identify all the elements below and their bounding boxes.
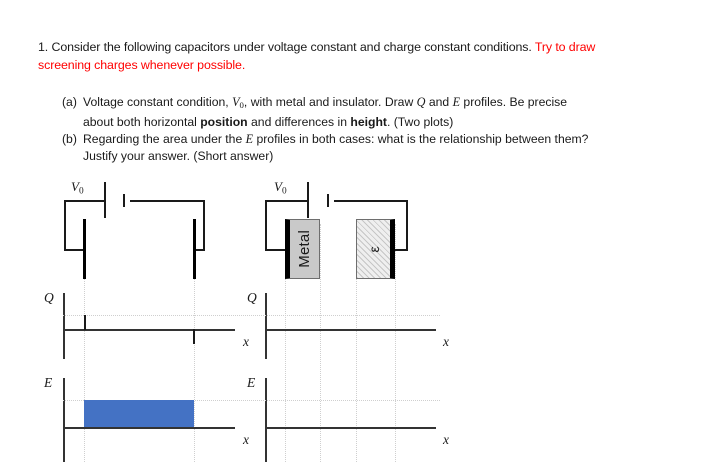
battery-long-plate-icon: [104, 182, 106, 218]
v0-symbol-right: V: [274, 179, 282, 194]
sqa-post: profiles. Be precise: [460, 95, 568, 109]
wire-left-vertical: [64, 200, 66, 250]
sub-question-a: (a) Voltage constant condition, V0, with…: [62, 94, 682, 130]
sqa2-bold-height: height: [350, 114, 387, 129]
plot-field-right-x-axis: [265, 427, 436, 430]
sub-question-a-text: Voltage constant condition, V0, with met…: [83, 94, 682, 130]
sqa2-mid: and differences in: [247, 114, 351, 129]
plot-field-right-y-axis: [265, 378, 268, 462]
battery-short-plate-icon: [123, 194, 125, 207]
sqa-e-symbol: E: [452, 95, 461, 109]
sqa-pre: Voltage constant condition,: [83, 95, 233, 109]
wire-right-vertical-r: [406, 200, 408, 250]
plot-field-left-y-label: E: [44, 375, 53, 390]
sqb-post: profiles in both cases: what is the rela…: [253, 132, 589, 147]
plot-field-right-y-label: E: [247, 375, 256, 390]
question-line-1-red: Try to draw: [534, 40, 596, 54]
sqa-v-symbol: V0: [232, 95, 244, 111]
dielectric-block: ε: [356, 219, 395, 279]
sub-question-b-line-2: Justify your answer. (Short answer): [83, 148, 274, 163]
wire-left-vertical-r: [265, 200, 267, 250]
wire-lead-right-r: [393, 249, 408, 251]
guide-dielectric-left-edge: [356, 224, 357, 462]
plot-charge-left: Q x: [38, 286, 268, 360]
wire-top-right: [130, 200, 205, 202]
plot-charge-right-x-axis: [265, 329, 436, 332]
circuit-diagram-left: V0: [38, 178, 268, 290]
figure-right-capacitor-metal-dielectric: V0 Metal ε Q x E x: [245, 178, 475, 462]
sqa-v-subscript: 0: [239, 100, 244, 111]
plot-charge-right-y-label: Q: [247, 290, 257, 305]
v0-subscript-right: 0: [281, 186, 287, 197]
plot-charge-left-x-axis: [63, 329, 235, 332]
plot-field-left: E x: [38, 372, 268, 462]
capacitor-plate-left: [83, 219, 87, 279]
wire-right-vertical: [203, 200, 205, 250]
guide-left-plate: [84, 224, 85, 462]
sub-question-b-text: Regarding the area under the E profiles …: [83, 131, 682, 164]
plot-charge-right-y-axis: [265, 293, 268, 359]
voltage-source-label-left: V0: [71, 179, 84, 196]
guide-dielectric-right-edge: [395, 224, 396, 462]
sub-question-b: (b) Regarding the area under the E profi…: [62, 131, 682, 164]
plot-charge-right-x-label: x: [443, 334, 449, 349]
sqa2-post: . (Two plots): [386, 114, 454, 129]
sqb-pre: Regarding the area under the: [83, 132, 246, 147]
v0-symbol-left: V: [71, 179, 79, 194]
figure-area: V0 Q x E x: [0, 178, 701, 462]
guide-metal-right-edge: [320, 224, 321, 462]
sub-question-a-line-1: Voltage constant condition, V0, with met…: [83, 94, 682, 114]
dielectric-block-label: ε: [365, 245, 382, 253]
field-region-uniform: [84, 400, 194, 427]
charge-positive-sheet-left: [84, 315, 87, 330]
metal-block-label: Metal: [296, 230, 313, 268]
sqa-q-symbol: Q: [416, 95, 426, 109]
plot-field-left-y-axis: [63, 378, 66, 462]
figure-left-capacitor-vacuum: V0 Q x E x: [38, 178, 268, 462]
plot-field-right-gridline: [245, 400, 440, 401]
sqb-e-symbol: E: [245, 132, 254, 147]
plot-field-left-x-axis: [63, 427, 235, 430]
wire-lead-right: [194, 249, 205, 251]
sub-question-b-line-1: Regarding the area under the E profiles …: [83, 131, 682, 148]
question-line-1: 1. Consider the following capacitors und…: [38, 38, 686, 56]
plot-field-left-x-label: x: [243, 432, 249, 447]
plot-charge-left-y-label: Q: [44, 290, 54, 305]
wire-lead-left-r: [265, 249, 287, 251]
plot-charge-left-y-axis: [63, 293, 66, 359]
plot-charge-left-x-label: x: [243, 334, 249, 349]
plot-field-right: E x: [245, 372, 475, 462]
battery-short-plate-icon-right: [327, 194, 329, 207]
sqa-v: V: [232, 95, 240, 109]
charge-negative-sheet-right: [193, 329, 196, 344]
v0-subscript-left: 0: [78, 186, 84, 197]
sqa2-bold-position: position: [200, 114, 248, 129]
plot-field-right-x-label: x: [443, 432, 449, 447]
wire-top-right-r: [334, 200, 408, 202]
voltage-source-label-right: V0: [274, 179, 287, 196]
wire-top-left: [64, 200, 104, 202]
wire-lead-left: [64, 249, 85, 251]
sub-question-list: (a) Voltage constant condition, V0, with…: [62, 94, 682, 165]
sqa-mid: , with metal and insulator. Draw: [243, 95, 417, 109]
question-line-2: screening charges whenever possible.: [38, 58, 246, 72]
sub-question-a-marker: (a): [62, 95, 77, 109]
question-statement: 1. Consider the following capacitors und…: [38, 38, 686, 74]
metal-block: Metal: [285, 219, 320, 279]
question-line-1-black: 1. Consider the following capacitors und…: [38, 40, 535, 54]
sub-question-b-marker: (b): [62, 132, 77, 147]
plot-charge-right-gridline: [245, 315, 440, 316]
sub-question-a-line-2: about both horizontal position and diffe…: [83, 114, 682, 131]
plot-charge-left-gridline: [63, 315, 268, 316]
sqa2-pre: about both horizontal: [83, 114, 201, 129]
wire-top-left-r: [265, 200, 307, 202]
sqa-and: and: [425, 95, 453, 109]
capacitor-plate-right: [193, 219, 197, 279]
plot-charge-right: Q x: [245, 286, 475, 360]
battery-long-plate-icon-right: [307, 182, 309, 218]
guide-metal-left-edge: [285, 224, 286, 462]
circuit-diagram-right: V0 Metal ε: [245, 178, 475, 290]
